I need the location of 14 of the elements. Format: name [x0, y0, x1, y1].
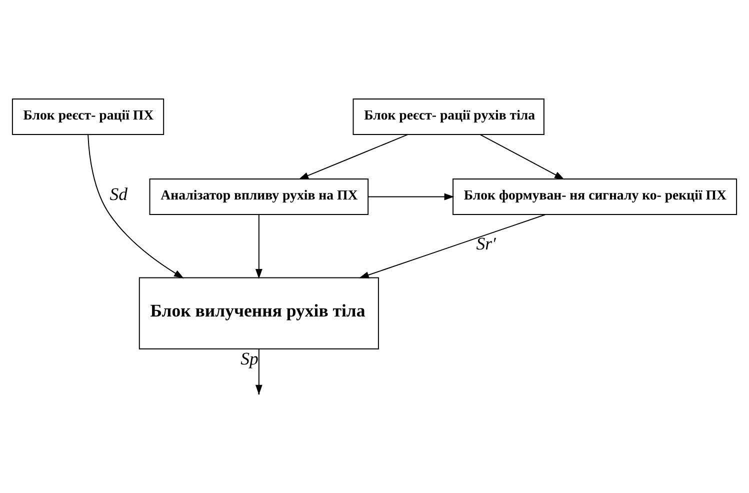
node-box: Блок формуван- ня сигналу ко- рекції ПХ: [452, 178, 738, 216]
arrow: [88, 134, 184, 278]
arrow: [368, 193, 454, 200]
node-box: Блок реєст- рації рухів тіла: [352, 98, 544, 135]
edge-label: Sp: [240, 348, 258, 369]
node-box: Аналізатор впливу рухів на ПХ: [149, 178, 369, 216]
arrow: [480, 134, 564, 180]
arrow: [255, 214, 262, 279]
arrow: [298, 134, 408, 180]
node-box: Блок вилучення рухів тіла: [138, 277, 379, 350]
node-box: Блок реєст- рації ПХ: [12, 98, 164, 135]
edge-label: Sr′: [476, 234, 496, 254]
arrow: [359, 214, 546, 278]
edge-label: Sd: [110, 184, 128, 204]
